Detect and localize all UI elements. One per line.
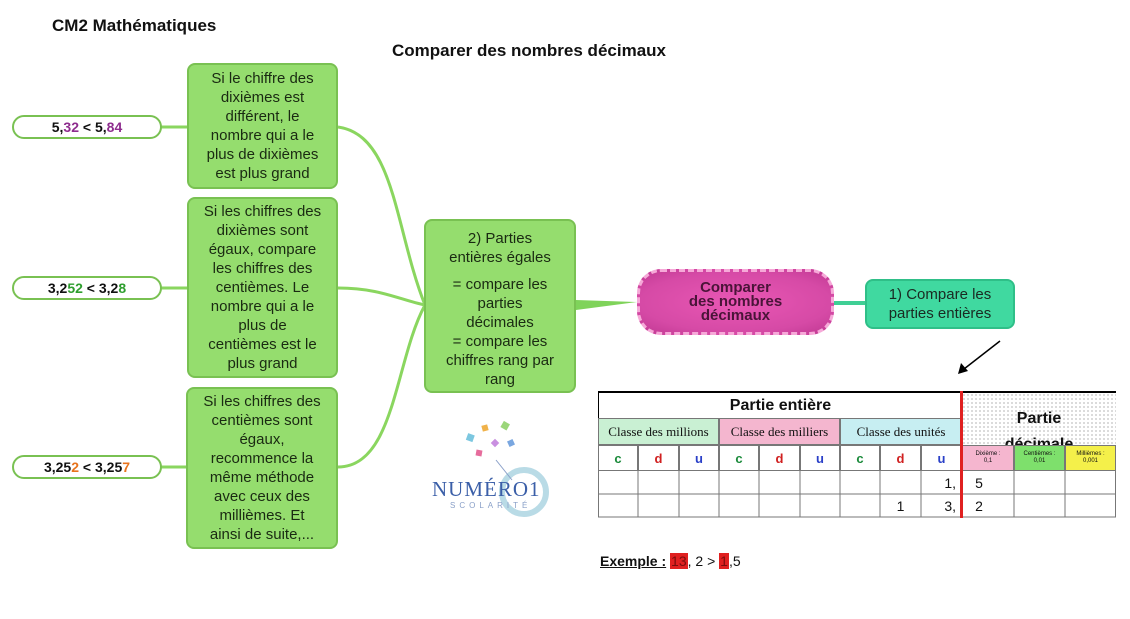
digit-c-milliers: c [719,445,759,471]
row1-units: 1, [944,474,956,491]
example-number-2: 1 [719,553,729,569]
class-millions: Classe des millions [598,418,719,445]
digit-u-milliers: u [800,445,840,471]
header-partie-entiere: Partie entière [598,391,962,418]
class-milliers: Classe des milliers [719,418,840,445]
place-value-table: Partie entière Partie décimale Classe de… [598,391,1116,518]
col-dixieme: Dixième :0,1 [962,445,1014,471]
step1-box: 1) Compare les parties entières [865,279,1015,329]
digit-u-millions: u [679,445,719,471]
decimal-separator-line [960,391,963,518]
digit-u-unites: u [921,445,962,471]
numero1-logo-text: NUMÉRO1 [432,477,541,501]
col-milliemes: Millièmes :0,001 [1065,445,1116,471]
digit-c-unites: c [840,445,880,471]
digit-c-millions: c [598,445,638,471]
row1-dixieme: 5 [975,474,983,491]
arrow-line [963,340,1001,370]
page-title: Comparer des nombres décimaux [392,41,666,60]
row2-tens: 1 [896,497,905,514]
step2-box: 2) Parties entières égales = compare les… [424,219,576,393]
digit-d-unites: d [880,445,921,471]
subject-title: CM2 Mathématiques [52,16,217,35]
central-node: Comparer des nombres décimaux [637,269,834,335]
col-centiemes: Centièmes :0,01 [1014,445,1065,471]
row2-dixieme: 2 [975,497,983,514]
class-unites: Classe des unités [840,418,962,445]
numero1-logo-graphic [465,420,549,517]
row2-units: 3, [944,497,956,514]
arrow-head [958,363,968,374]
example-line: Exemple : 13, 2 > 1,5 [600,553,741,569]
digit-d-milliers: d [759,445,800,471]
numero1-logo-subtext: SCOLARITÉ [450,501,532,510]
example-label: Exemple : [600,553,667,569]
table-grid [598,471,1116,518]
digit-d-millions: d [638,445,679,471]
example-number-1: 13 [670,553,688,569]
